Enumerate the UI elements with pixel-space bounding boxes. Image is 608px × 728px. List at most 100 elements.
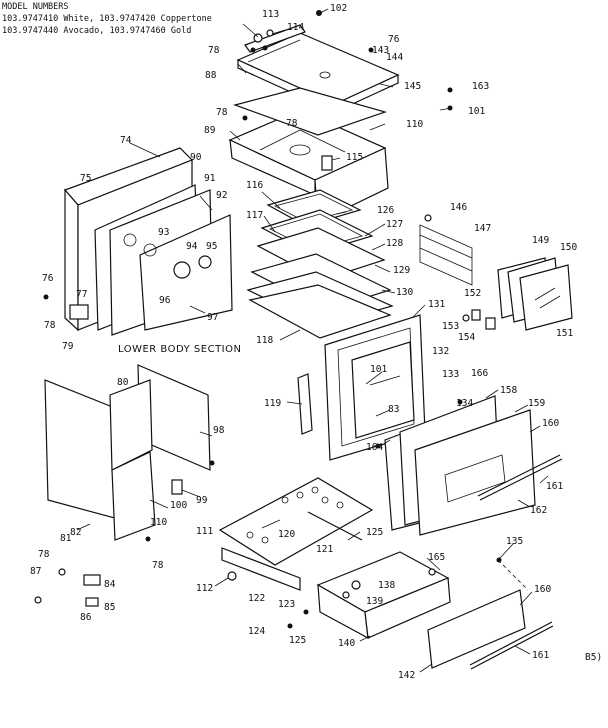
part-label-89: 89 — [204, 125, 216, 136]
part-label-88: 88 — [205, 70, 217, 81]
part-label-93: 93 — [158, 227, 169, 238]
part-label-165: 165 — [428, 552, 445, 563]
part-label-161: 161 — [546, 481, 563, 492]
part-label-96: 96 — [159, 295, 171, 306]
part-label-160-2: 160 — [534, 584, 551, 595]
part-label-80: 80 — [117, 377, 129, 388]
part-label-146: 146 — [450, 202, 467, 213]
part-label-76: 76 — [388, 34, 400, 45]
broiler-rack-set — [246, 189, 394, 339]
part-label-85: 85 — [104, 602, 115, 613]
part-label-123: 123 — [278, 599, 295, 610]
part-label-78-4: 78 — [44, 320, 56, 331]
part-label-121: 121 — [316, 544, 333, 555]
part-label-111: 111 — [196, 526, 213, 537]
part-label-77: 77 — [76, 289, 87, 300]
part-label-91: 91 — [204, 173, 216, 184]
part-label-163: 163 — [472, 81, 489, 92]
part-label-100: 100 — [170, 500, 187, 511]
part-label-166: 166 — [471, 368, 488, 379]
part-label-94: 94 — [186, 241, 198, 252]
part-label-113: 113 — [262, 9, 279, 20]
part-label-78-5: 78 — [38, 549, 50, 560]
part-label-78-3: 78 — [286, 118, 298, 129]
fasteners — [43, 10, 502, 629]
part-label-132: 132 — [432, 346, 449, 357]
part-label-131: 131 — [428, 299, 445, 310]
part-label-158: 158 — [500, 385, 517, 396]
shelf-support-frame — [419, 214, 473, 286]
oven-door-inner — [297, 314, 426, 461]
part-label-122: 122 — [248, 593, 265, 604]
part-label-84: 84 — [104, 579, 116, 590]
part-label-142: 142 — [398, 670, 415, 681]
part-label-75: 75 — [80, 173, 91, 184]
part-label-125: 125 — [366, 527, 383, 538]
back-trim-strip — [244, 24, 306, 53]
part-label-130: 130 — [396, 287, 413, 298]
model-numbers-title: MODEL NUMBERS — [2, 2, 69, 12]
part-label-79: 79 — [62, 341, 74, 352]
part-label-110-2: 110 — [150, 517, 167, 528]
part-label-125-2: 125 — [289, 635, 306, 646]
part-label-161-2: 161 — [532, 650, 549, 661]
small-brackets — [34, 568, 101, 607]
storage-drawer — [316, 551, 451, 640]
part-label-86: 86 — [80, 612, 92, 623]
hinge-bracket-parts — [462, 309, 496, 330]
part-label-159: 159 — [528, 398, 545, 409]
part-label-144: 144 — [386, 52, 403, 63]
part-label-81: 81 — [60, 533, 72, 544]
part-label-101-2: 101 — [370, 364, 387, 375]
part-label-138: 138 — [378, 580, 395, 591]
part-label-164: 164 — [366, 442, 383, 453]
part-label-147: 147 — [474, 223, 491, 234]
part-label-99: 99 — [196, 495, 208, 506]
drawer-front-panel — [427, 559, 554, 670]
part-label-76-2: 76 — [42, 273, 54, 284]
door-window-glass — [497, 257, 573, 331]
part-label-118: 118 — [256, 335, 273, 346]
part-label-92: 92 — [216, 190, 227, 201]
lower-body-side-panels — [63, 147, 233, 336]
part-label-124: 124 — [248, 626, 265, 637]
part-label-145: 145 — [404, 81, 421, 92]
part-label-110: 110 — [406, 119, 423, 130]
part-label-119: 119 — [264, 398, 281, 409]
lower-left-side-panel — [44, 364, 211, 541]
part-label-152: 152 — [464, 288, 481, 299]
part-label-127: 127 — [386, 219, 403, 230]
part-label-128: 128 — [386, 238, 403, 249]
model-numbers-line-1: 103.9747410 White, 103.9747420 Copperton… — [2, 14, 212, 24]
section-label: LOWER BODY SECTION — [118, 344, 241, 355]
part-label-140: 140 — [338, 638, 355, 649]
part-label-149: 149 — [532, 235, 549, 246]
part-label-78-2: 78 — [216, 107, 228, 118]
part-label-102: 102 — [330, 3, 347, 14]
part-label-97: 97 — [207, 312, 218, 323]
part-number-callouts: 7475767677787878787878798081828384858687… — [30, 3, 577, 681]
part-label-129: 129 — [393, 265, 410, 276]
part-label-78: 78 — [208, 45, 220, 56]
part-label-116: 116 — [246, 180, 263, 191]
part-label-134: 134 — [456, 398, 473, 409]
part-label-78-6: 78 — [152, 560, 164, 571]
part-label-154: 154 — [458, 332, 475, 343]
part-label-150: 150 — [560, 242, 577, 253]
part-label-133: 133 — [442, 369, 459, 380]
part-label-114: 114 — [287, 22, 304, 33]
part-label-135: 135 — [506, 536, 523, 547]
part-label-87: 87 — [30, 566, 41, 577]
page-code: B5) — [585, 652, 602, 663]
part-label-117: 117 — [246, 210, 263, 221]
part-label-95: 95 — [206, 241, 217, 252]
part-label-82: 82 — [70, 527, 81, 538]
part-label-90: 90 — [190, 152, 202, 163]
part-label-126: 126 — [377, 205, 394, 216]
part-label-162: 162 — [530, 505, 547, 516]
part-label-160: 160 — [542, 418, 559, 429]
part-label-101: 101 — [468, 106, 485, 117]
model-numbers-line-2: 103.9747440 Avocado, 103.9747460 Gold — [2, 26, 191, 36]
part-label-143: 143 — [372, 45, 389, 56]
